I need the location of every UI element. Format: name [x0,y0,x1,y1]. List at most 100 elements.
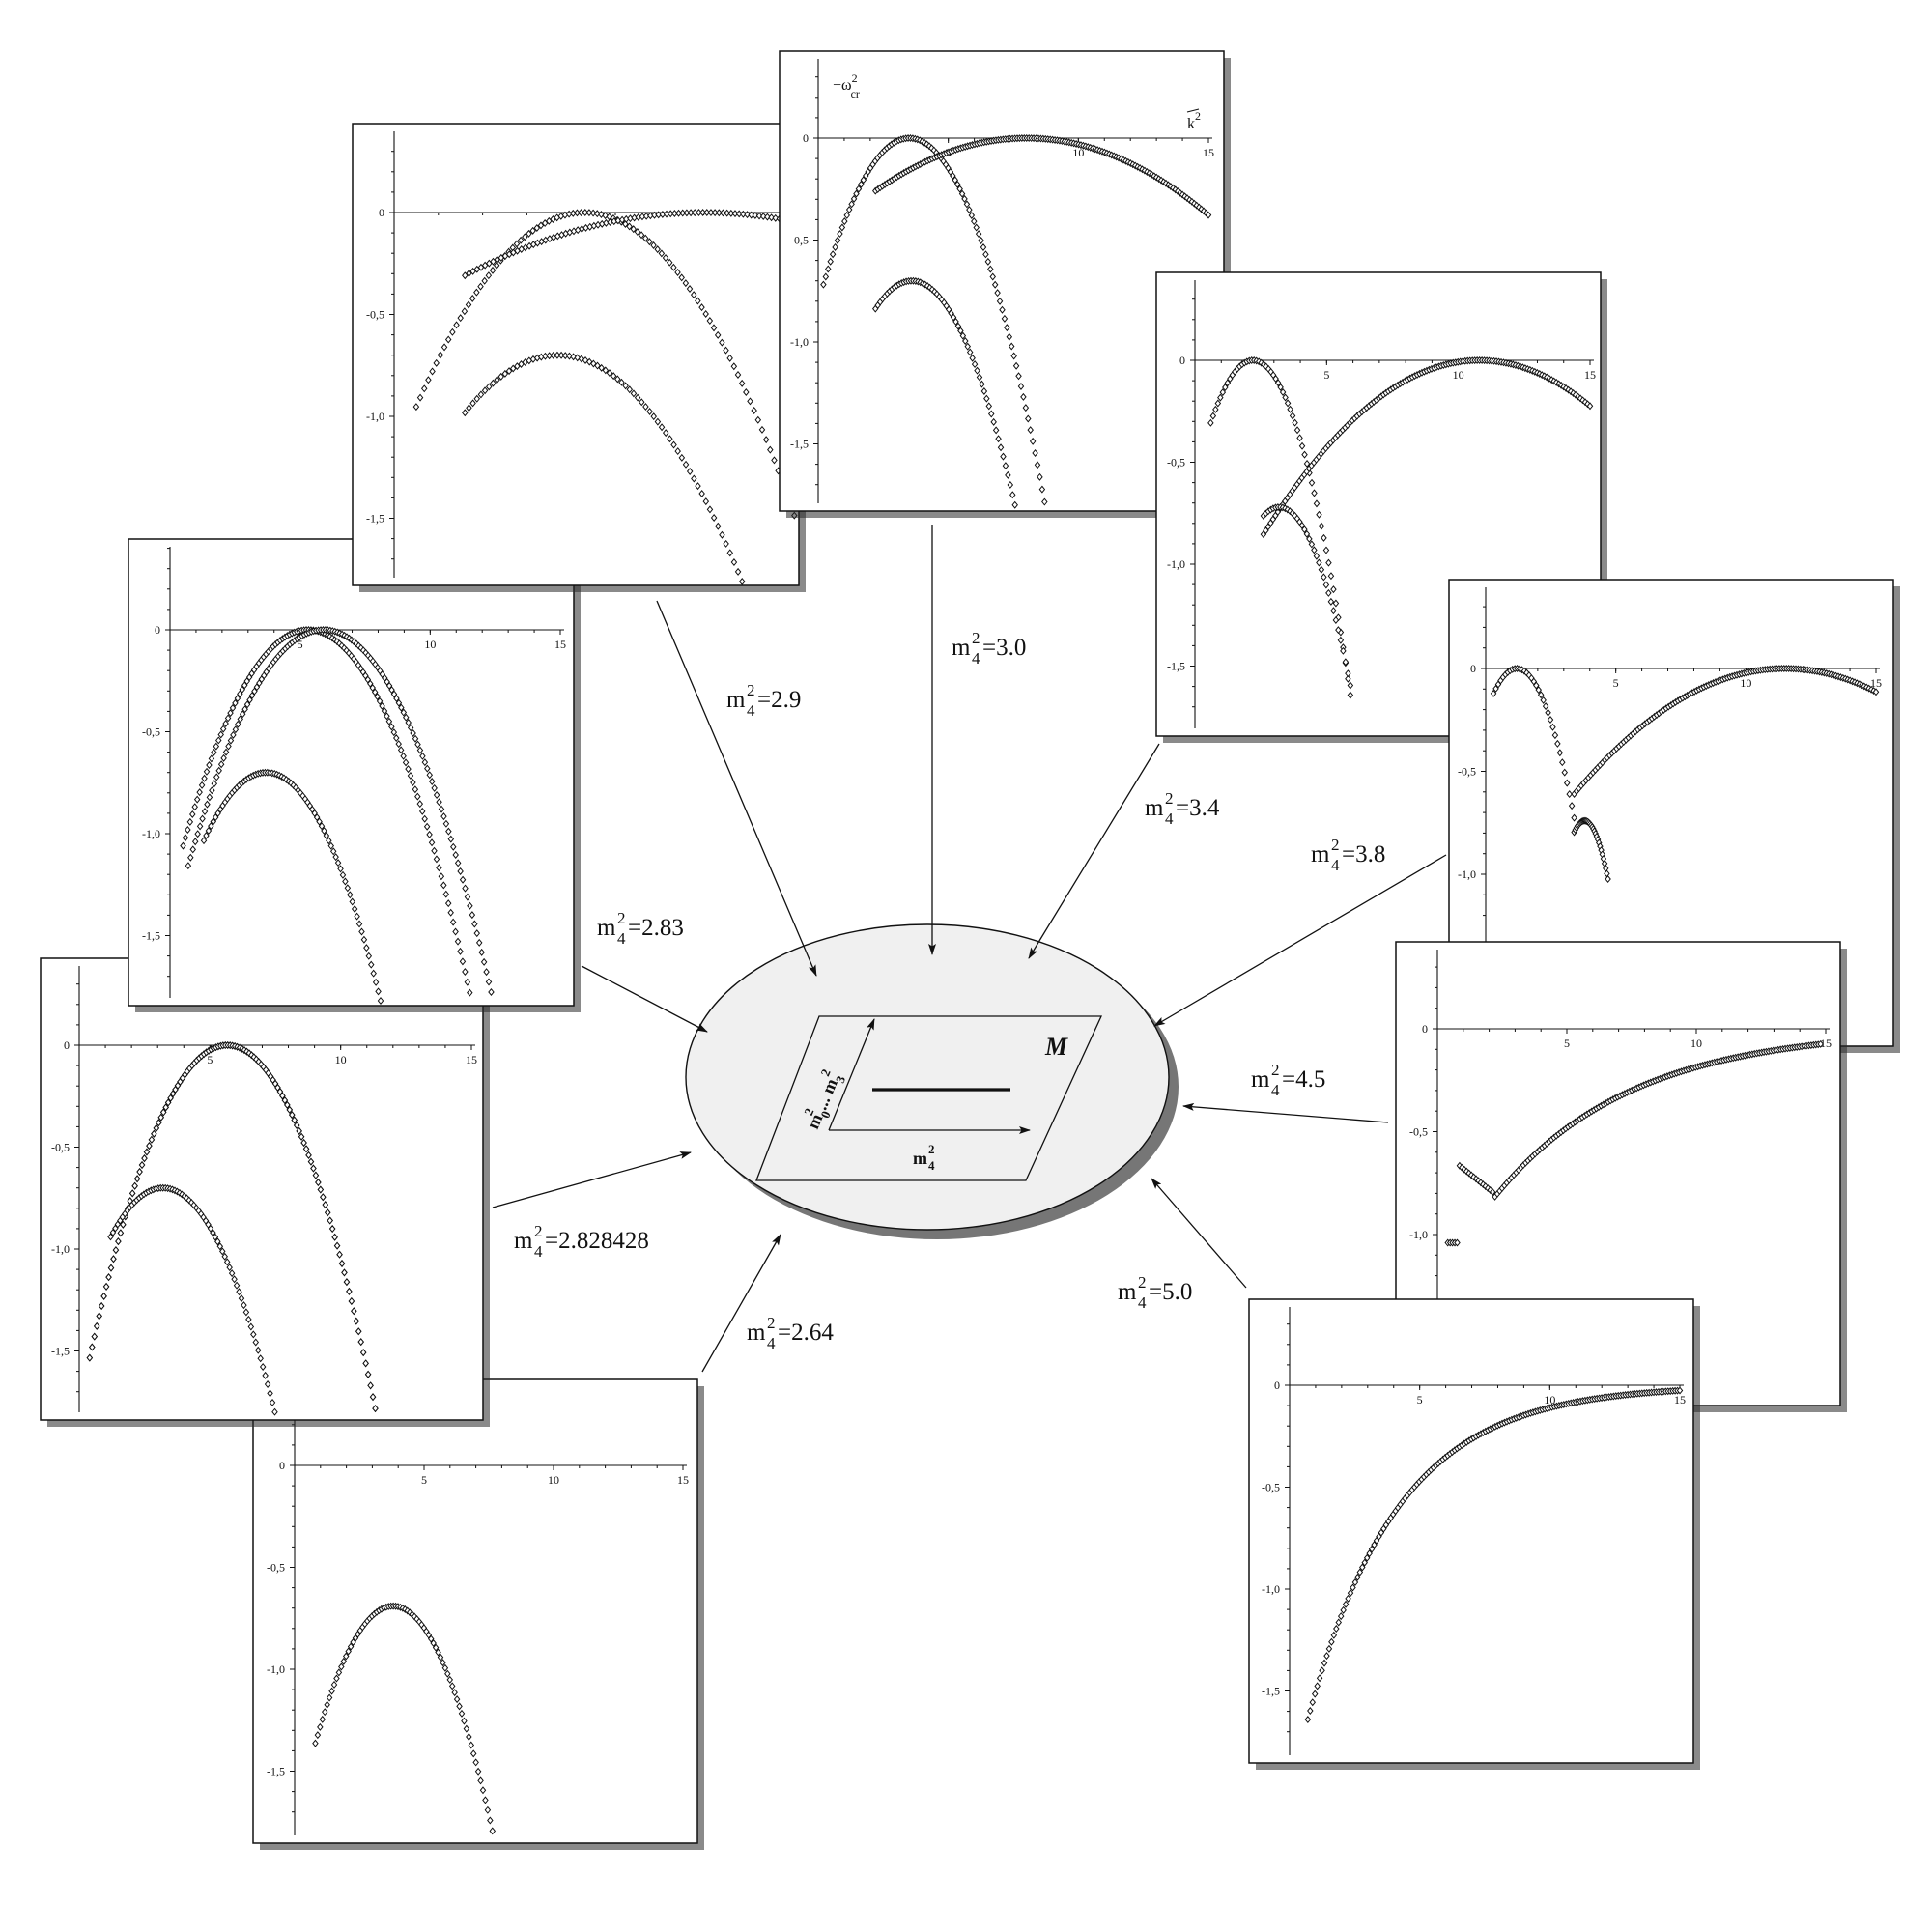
data-point [1335,1618,1342,1627]
data-point [489,1827,497,1835]
data-point [1212,405,1219,413]
data-point [1533,681,1540,690]
data-point [1034,461,1041,469]
data-point [973,223,980,232]
data-point [400,708,408,717]
center-ellipse [685,923,1170,1231]
data-point [834,236,841,244]
data-point [541,219,549,228]
data-point [457,867,464,875]
m4-axis-label-sup: 2 [928,1142,935,1156]
mass-label-sub: 4 [617,929,626,948]
arrow-3.8 [1153,854,1447,1027]
x-tick-label: 15 [1584,368,1596,382]
mass-label-sup: 2 [1165,789,1174,808]
m4-axis-label: m 2 4 [913,1142,935,1173]
panel-p29: 0-0,5-1,0-1,510 [352,123,806,592]
data-point [402,758,410,767]
data-point [537,221,545,230]
data-point [462,884,469,893]
data-point [979,380,985,388]
data-point [1605,875,1611,883]
mass-label-sub: 4 [1331,856,1340,874]
data-point [1322,546,1330,554]
data-point [431,783,438,792]
data-point [276,1088,284,1096]
data-point [227,709,234,718]
data-point [317,1722,324,1731]
data-point [136,1168,143,1177]
data-point [662,253,669,262]
data-point [1354,1573,1361,1581]
series-3 [1571,816,1611,883]
data-point [522,233,528,242]
data-point [141,1154,148,1163]
data-point [473,288,480,297]
data-point [479,1786,487,1795]
data-point [743,387,750,396]
data-point [347,891,354,899]
mass-label-base: m [747,1320,766,1346]
x-tick-label: 5 [1417,1393,1423,1406]
data-point [690,291,697,299]
data-point [93,1321,100,1330]
data-point [438,805,445,813]
data-point [1209,412,1217,420]
data-point [433,791,440,800]
data-point [996,297,1004,305]
data-point [691,474,697,483]
data-point [298,1132,305,1141]
data-point [1015,372,1022,381]
data-point [344,884,352,893]
data-point [236,1288,242,1296]
data-point [245,1315,252,1323]
data-point [825,265,832,273]
data-point [484,1805,492,1814]
data-point [109,1228,117,1236]
data-point [120,1220,127,1229]
data-point [242,681,248,690]
data-point [398,703,405,712]
data-point [1542,702,1549,711]
data-point [646,407,653,415]
data-point [444,1669,451,1678]
data-point [355,920,363,928]
data-point [730,362,738,371]
data-point [1303,529,1311,538]
data-point [658,249,666,258]
data-point [698,490,705,497]
data-point [469,911,476,920]
data-point [740,210,747,218]
data-point [997,443,1005,452]
data-point [827,257,834,266]
y-tick-label: -1,0 [1409,1228,1428,1241]
data-point [590,359,597,368]
data-point [686,468,694,476]
data-point [1303,459,1311,468]
data-point [331,1233,338,1241]
mass-label-value: =3.0 [982,635,1026,661]
data-point [699,209,706,216]
data-point [987,265,994,273]
data-point [464,893,471,901]
data-point [1009,491,1016,499]
data-point [731,210,739,218]
data-point [337,865,344,873]
data-point [1335,626,1342,635]
data-point [379,701,385,710]
data-point [706,505,714,514]
data-point [962,337,969,346]
data-point [1321,533,1327,542]
data-point [264,1380,271,1389]
data-point [296,1126,302,1135]
data-point [200,837,208,845]
panel-frame [40,957,484,1421]
data-point [348,1296,355,1305]
data-point [440,812,447,821]
data-point [450,842,457,851]
data-point [598,363,605,372]
data-point [105,1273,112,1282]
data-point [343,1278,351,1287]
data-point [968,212,976,219]
